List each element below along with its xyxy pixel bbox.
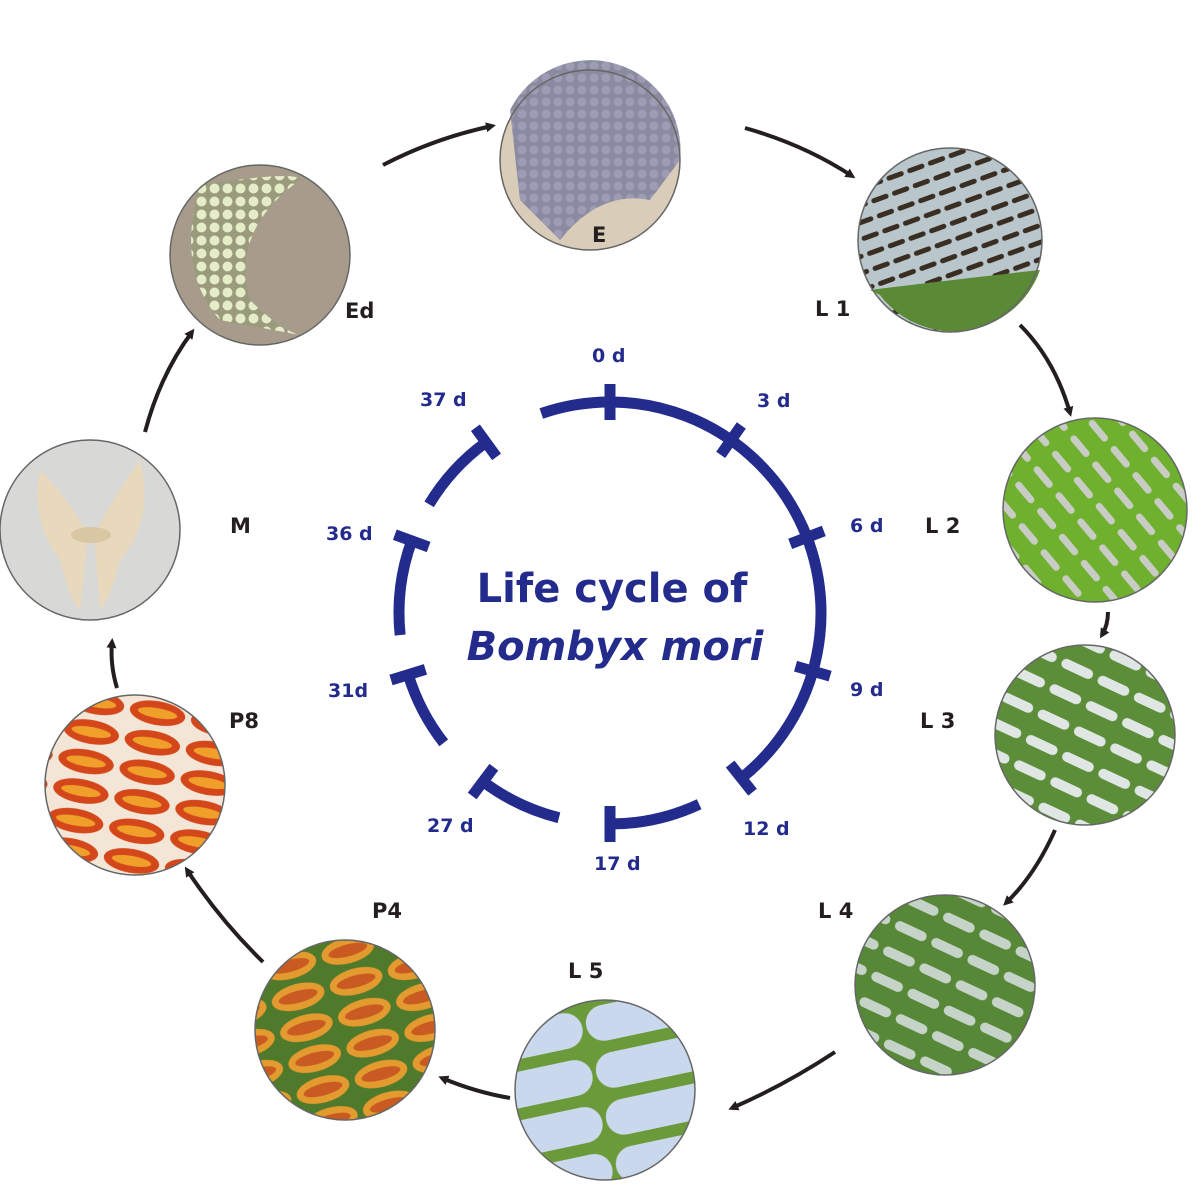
tick-9d (794, 660, 832, 682)
ring-arc-17-27 (479, 777, 561, 824)
ring-arc-12-17 (609, 799, 702, 830)
tick-31d (389, 664, 428, 686)
tick-3d (716, 422, 746, 459)
stage-photo-m (0, 439, 181, 621)
day-label-27: 27 d (427, 815, 474, 837)
stage-photo-l5 (514, 999, 696, 1181)
stage-label-m: M (230, 514, 251, 538)
stage-photo-p8 (44, 694, 226, 876)
tick-6d (788, 525, 826, 549)
ring-arc-31-36 (393, 538, 417, 636)
stage-label-ed: Ed (345, 299, 374, 323)
day-label-36: 36 d (326, 523, 373, 545)
stage-label-p4: P4 (372, 899, 402, 923)
title-line-2: Bombyx mori (467, 624, 765, 670)
day-label-3: 3 d (757, 390, 790, 412)
stage-label-l4: L 4 (818, 899, 853, 923)
tick-37d (470, 424, 502, 461)
arrow-m-to-ed (143, 328, 195, 433)
day-label-31: 31d (328, 680, 368, 702)
day-label-37: 37 d (420, 389, 467, 411)
arrow-l4-to-l5 (728, 1050, 837, 1111)
stage-photo-p4 (254, 939, 436, 1121)
stage-label-l3: L 3 (920, 709, 955, 733)
arrow-l1-to-l2 (1018, 323, 1074, 417)
tick-27d (467, 763, 499, 800)
day-ring (389, 384, 832, 842)
stage-photo-e (499, 60, 681, 251)
stage-label-p8: P8 (229, 709, 259, 733)
stage-label-l2: L 2 (925, 514, 960, 538)
day-label-0: 0 d (592, 345, 625, 367)
day-label-12: 12 d (743, 818, 790, 840)
title-line-1: Life cycle of (477, 566, 748, 612)
day-label-6: 6 d (850, 515, 883, 537)
arrow-l2-to-l3 (1099, 611, 1110, 639)
arrow-p8-to-m (106, 638, 119, 689)
stage-photo-l2 (1002, 417, 1188, 603)
stage-label-l1: L 1 (815, 297, 850, 321)
tick-36d (392, 529, 431, 553)
arrow-ed-to-e (382, 122, 496, 167)
day-label-9: 9 d (850, 679, 883, 701)
stage-photo-l1 (857, 147, 1043, 333)
ring-arc-0-12 (539, 396, 827, 783)
day-label-17: 17 d (594, 853, 641, 875)
cycle-arrows (106, 122, 1110, 1111)
stage-label-l5: L 5 (568, 959, 603, 983)
stage-photo-l3 (994, 644, 1176, 826)
stage-label-e: E (592, 223, 606, 247)
stage-photo-l4 (854, 894, 1036, 1076)
arrow-p4-to-p8 (184, 866, 265, 964)
arrow-l3-to-l4 (1003, 829, 1057, 906)
arrow-l5-to-p4 (438, 1075, 511, 1100)
ring-arc-27-31 (402, 673, 449, 747)
ring-arc-36-37 (424, 437, 490, 508)
stage-photo-ed (169, 164, 351, 346)
arrow-e-to-l1 (744, 126, 856, 179)
tick-12d (725, 760, 757, 796)
